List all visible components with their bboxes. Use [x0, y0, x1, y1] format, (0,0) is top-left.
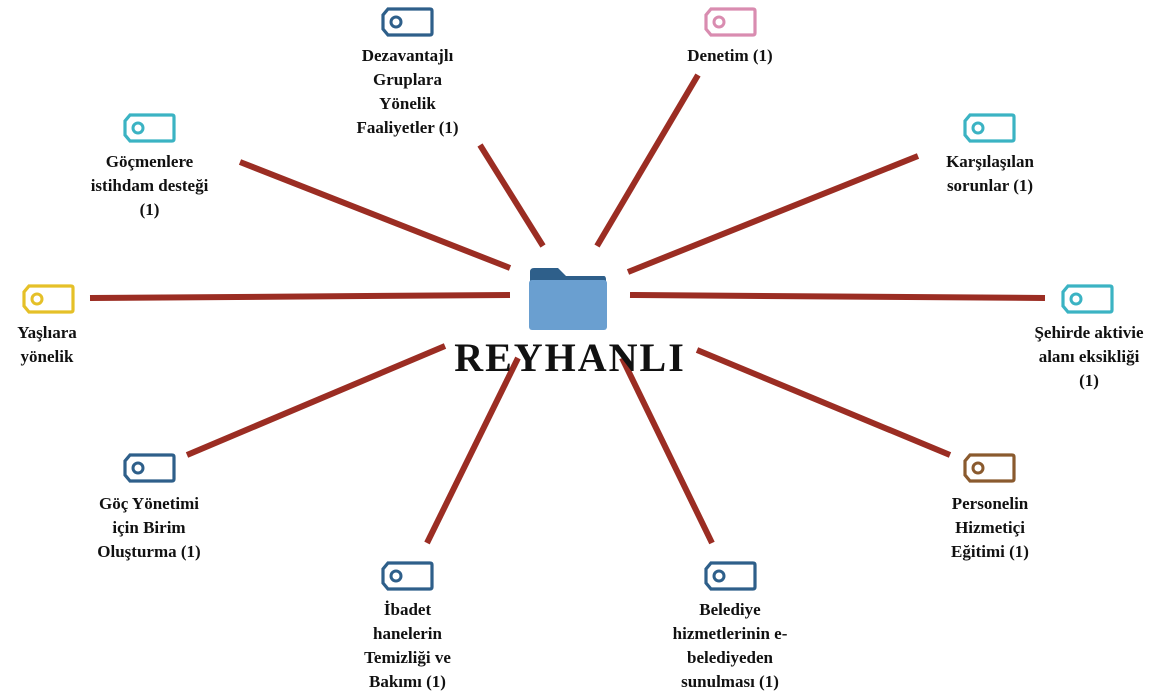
tag-icon — [21, 284, 75, 319]
node-label-yaslara: Yaşlıara yönelik — [17, 323, 77, 366]
node-label-karsilasilan: Karşılaşılan sorunlar (1) — [946, 152, 1034, 195]
node-label-belediye: Belediye hizmetlerinin e- belediyeden su… — [672, 600, 788, 691]
tag-icon — [703, 561, 757, 596]
connector-line-denetim — [594, 73, 701, 248]
node-label-denetim: Denetim (1) — [687, 46, 773, 65]
folder-icon — [528, 266, 608, 332]
tag-icon — [703, 7, 757, 42]
tag-icon — [122, 453, 176, 488]
connector-line-goc-yonetimi — [185, 343, 447, 458]
connector-line-personelin — [695, 347, 952, 458]
tag-icon — [380, 561, 434, 596]
folder-body — [529, 280, 607, 330]
center-title: REYHANLI — [454, 335, 686, 380]
tag-icon — [122, 113, 176, 148]
node-label-ibadet: İbadet hanelerin Temizliği ve Bakımı (1) — [364, 600, 451, 691]
connector-line-sehirde — [629, 292, 1046, 301]
connector-line-belediye — [619, 356, 715, 545]
node-label-sehirde: Şehirde aktivie alanı eksikliği (1) — [1034, 323, 1144, 390]
connector-line-yaslara — [89, 292, 511, 301]
node-label-personelin: Personelin Hizmetiçi Eğitimi (1) — [951, 494, 1029, 561]
node-label-dezavantajli: Dezavantajlı Gruplara Yönelik Faaliyetle… — [356, 46, 459, 137]
tag-icon — [1060, 284, 1114, 319]
connector-line-dezavantajli — [477, 143, 546, 248]
node-label-goc-yonetimi: Göç Yönetimi için Birim Oluşturma (1) — [97, 494, 201, 561]
tag-icon — [962, 113, 1016, 148]
connector-line-ibadet — [424, 356, 521, 545]
connector-line-karsilasilan — [626, 153, 920, 275]
node-label-gocmenlere: Göçmenlere istihdam desteği (1) — [90, 152, 209, 219]
tag-icon — [380, 7, 434, 42]
connector-line-gocmenlere — [238, 159, 512, 271]
tag-icon — [962, 453, 1016, 488]
